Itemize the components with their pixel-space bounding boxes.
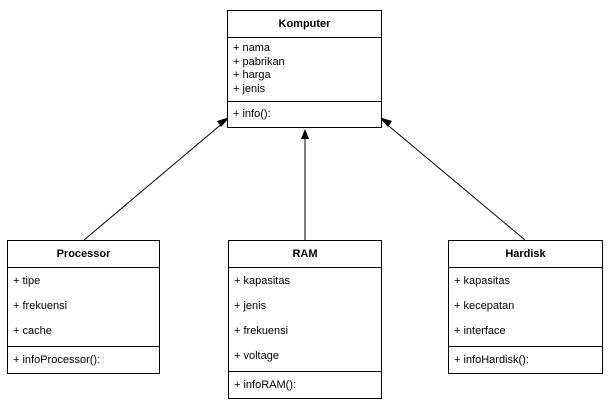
attribute: + frekuensi — [13, 300, 68, 312]
arrowhead-ram — [301, 129, 309, 139]
attribute: + pabrikan — [233, 55, 285, 68]
edge-processor-to-komputer — [83, 117, 230, 241]
attribute-section: + kapasitas + kecepatan + interface — [449, 268, 602, 347]
attribute: + interface — [454, 325, 506, 337]
class-processor[interactable]: Processor + tipe + frekuensi + cache + i… — [7, 240, 160, 374]
attribute: + frekuensi — [234, 325, 289, 337]
attribute: + harga — [233, 69, 271, 81]
class-hardisk[interactable]: Hardisk + kapasitas + kecepatan + interf… — [448, 240, 603, 374]
class-name: Processor — [8, 241, 159, 268]
attribute: + cache — [13, 325, 52, 337]
operation-section: + infoRAM(): — [229, 372, 381, 398]
attribute: + jenis — [234, 300, 267, 312]
class-name: RAM — [229, 241, 381, 268]
attribute: + voltage — [234, 350, 279, 362]
operation-section: + infoProcessor(): — [8, 347, 159, 373]
attribute: + kapasitas — [454, 275, 510, 287]
class-name: Komputer — [228, 11, 381, 38]
attribute: + kecepatan — [454, 300, 515, 312]
attribute: + tipe — [13, 275, 41, 287]
edge-ram-to-komputer — [301, 129, 309, 240]
class-ram[interactable]: RAM + kapasitas + jenis + frekuensi + vo… — [228, 240, 382, 399]
class-komputer[interactable]: Komputer + nama + pabrikan + harga + jen… — [227, 10, 382, 128]
attribute: + nama — [233, 42, 270, 54]
operation: + infoHardisk(): — [454, 354, 529, 366]
operation: + infoProcessor(): — [13, 354, 101, 366]
attribute-section: + tipe + frekuensi + cache — [8, 268, 159, 347]
edge-hardisk-to-komputer — [379, 117, 526, 241]
operation: + infoRAM(): — [234, 379, 297, 391]
class-name: Hardisk — [449, 241, 602, 268]
operation: + info(): — [233, 108, 271, 120]
attribute-section: + kapasitas + jenis + frekuensi + voltag… — [229, 268, 381, 372]
attribute: + jenis — [233, 82, 266, 95]
operation-section: + info(): — [228, 102, 381, 127]
arrowhead-processor — [217, 117, 230, 127]
arrowhead-hardisk — [379, 117, 392, 127]
attribute-section: + nama + pabrikan + harga + jenis — [228, 38, 381, 102]
operation-section: + infoHardisk(): — [449, 347, 602, 373]
attribute: + kapasitas — [234, 275, 290, 287]
